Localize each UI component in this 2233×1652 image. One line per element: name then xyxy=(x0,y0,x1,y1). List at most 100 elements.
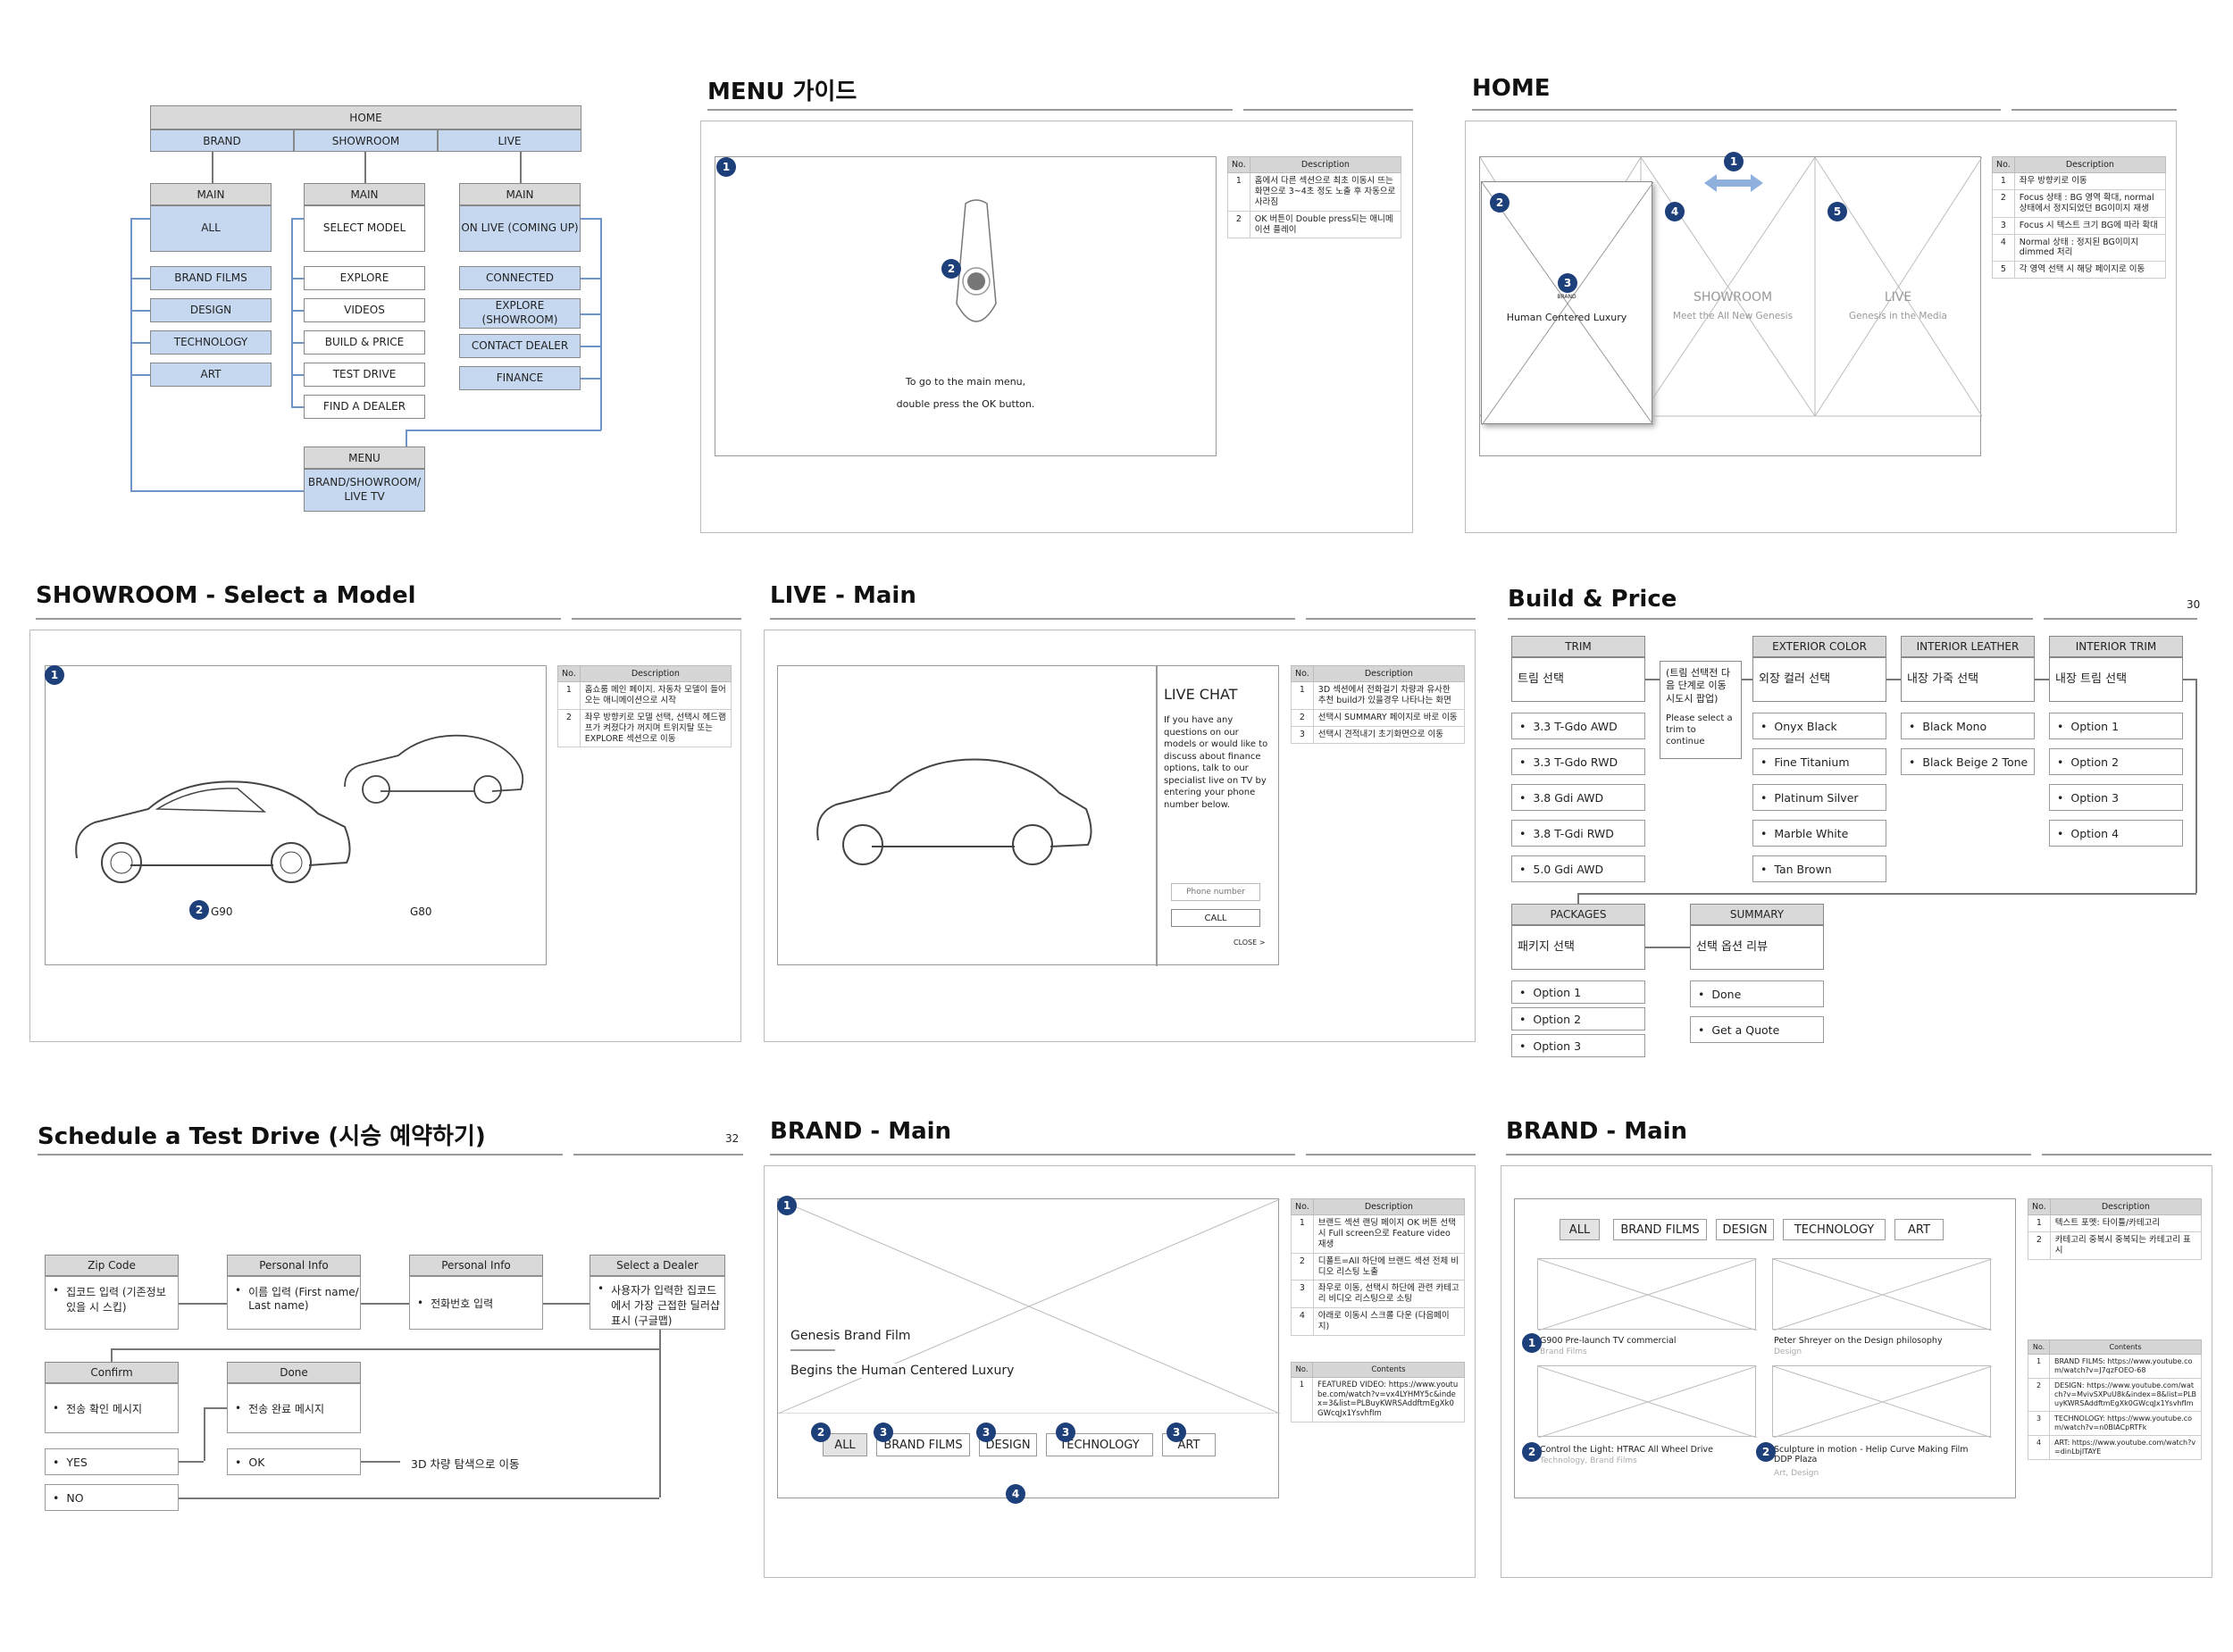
sitemap-live-item: CONNECTED xyxy=(459,266,581,290)
car-illustration xyxy=(816,758,1092,865)
leather-option[interactable]: Black Mono xyxy=(1901,713,2035,739)
trim-popup-note: (트림 선택전 다음 단계로 이동 시도시 팝업)Please select a… xyxy=(1660,661,1742,759)
tab-art[interactable]: ART xyxy=(1894,1219,1944,1240)
sitemap-menu-head: MENU xyxy=(304,446,425,469)
tab-all[interactable]: ALL xyxy=(823,1433,867,1456)
menu-guide-screen: To go to the main menu, double press the… xyxy=(715,156,1217,456)
trim-option[interactable]: 3.8 Gdi AWD xyxy=(1511,784,1645,811)
yes-option[interactable]: YES xyxy=(45,1448,179,1475)
video-thumb[interactable] xyxy=(1772,1365,1993,1439)
video-thumb[interactable] xyxy=(1537,1365,1758,1439)
brand-tagline: Begins the Human Centered Luxury xyxy=(790,1364,1015,1378)
home-title: HOME xyxy=(1472,75,1551,102)
int-trim-option[interactable]: Option 1 xyxy=(2049,713,2183,739)
int-trim-option[interactable]: Option 4 xyxy=(2049,820,2183,847)
sitemap-brand-item: BRAND FILMS xyxy=(150,266,272,290)
tab-brand-films[interactable]: BRAND FILMS xyxy=(1613,1219,1707,1240)
sitemap-live-main: ON LIVE (COMING UP) xyxy=(459,205,581,252)
ext-color-option[interactable]: Marble White xyxy=(1752,820,1886,847)
video-thumb[interactable] xyxy=(1537,1258,1758,1331)
menu-guide-title: MENU 가이드 xyxy=(707,79,857,105)
sitemap-showroom-main: SELECT MODEL xyxy=(304,205,425,252)
sitemap-home: HOME xyxy=(150,105,581,129)
sitemap-menu: BRAND/SHOWROOM/ LIVE TV xyxy=(304,469,425,512)
int-trim-option[interactable]: Option 3 xyxy=(2049,784,2183,811)
sitemap-brand-main-head: MAIN xyxy=(150,183,272,205)
sitemap-brand: BRAND xyxy=(150,129,294,152)
live-chat-title: LIVE CHAT xyxy=(1164,686,1238,703)
tab-design[interactable]: DESIGN xyxy=(1716,1219,1774,1240)
package-option[interactable]: Option 3 xyxy=(1511,1034,1645,1057)
car-label-g80[interactable]: G80 xyxy=(410,905,432,918)
car-g90-illustration xyxy=(75,780,351,883)
trim-option[interactable]: 3.3 T-Gdo AWD xyxy=(1511,713,1645,739)
home-brand-tile[interactable]: BRAND Human Centered Luxury xyxy=(1481,181,1653,425)
no-option[interactable]: NO xyxy=(45,1484,179,1511)
ext-color-option[interactable]: Fine Titanium xyxy=(1752,748,1886,775)
sitemap-showroom-item: VIDEOS xyxy=(304,298,425,322)
brand-feature-screen[interactable]: Genesis Brand Film Begins the Human Cent… xyxy=(777,1198,1280,1498)
trim-option[interactable]: 5.0 Gdi AWD xyxy=(1511,855,1645,882)
showroom-screen: G90 G80 xyxy=(45,665,547,965)
remote-icon xyxy=(956,199,997,322)
package-option[interactable]: Option 1 xyxy=(1511,980,1645,1004)
sitemap-live-item: CONTACT DEALER xyxy=(459,334,581,358)
ext-color-option[interactable]: Platinum Silver xyxy=(1752,784,1886,811)
car-g80-illustration xyxy=(344,734,524,804)
ext-color-option[interactable]: Tan Brown xyxy=(1752,855,1886,882)
leather-option[interactable]: Black Beige 2 Tone xyxy=(1901,748,2035,775)
ext-color-option[interactable]: Onyx Black xyxy=(1752,713,1886,739)
sitemap-showroom-main-head: MAIN xyxy=(304,183,425,205)
sitemap-brand-item: TECHNOLOGY xyxy=(150,330,272,355)
build-title: Build & Price xyxy=(1508,586,1677,613)
marker-2: 2 xyxy=(941,259,961,279)
live-chat-body: If you have any questions on our models … xyxy=(1164,715,1268,810)
call-button[interactable]: CALL xyxy=(1171,909,1260,927)
sitemap-showroom-item: EXPLORE xyxy=(304,266,425,290)
live-title: LIVE - Main xyxy=(770,582,916,609)
sitemap-showroom-item: FIND A DEALER xyxy=(304,395,425,419)
sitemap-live-item: FINANCE xyxy=(459,366,581,390)
sitemap-brand-main: ALL xyxy=(150,205,272,252)
live-screen: LIVE CHAT If you have any questions on o… xyxy=(777,665,1279,966)
tab-all[interactable]: ALL xyxy=(1560,1219,1600,1240)
sitemap-showroom: SHOWROOM xyxy=(294,129,438,152)
close-link[interactable]: CLOSE > xyxy=(1234,939,1266,947)
phone-input[interactable] xyxy=(1171,883,1260,901)
left-right-arrow-icon xyxy=(1704,174,1763,192)
next-step-text: 3D 차량 탐색으로 이동 xyxy=(411,1457,520,1471)
sitemap-live: LIVE xyxy=(438,129,581,152)
summary-option[interactable]: Done xyxy=(1690,980,1824,1007)
marker-1: 1 xyxy=(716,157,736,177)
sitemap-live-main-head: MAIN xyxy=(459,183,581,205)
showroom-title: SHOWROOM - Select a Model xyxy=(36,582,416,609)
int-trim-option[interactable]: Option 2 xyxy=(2049,748,2183,775)
test-drive-title: Schedule a Test Drive (시승 예약하기) xyxy=(38,1123,486,1150)
sitemap-showroom-item: TEST DRIVE xyxy=(304,363,425,387)
brand-main-title-1: BRAND - Main xyxy=(770,1118,952,1145)
package-option[interactable]: Option 2 xyxy=(1511,1007,1645,1030)
trim-option[interactable]: 3.3 T-Gdo RWD xyxy=(1511,748,1645,775)
sitemap-brand-item: ART xyxy=(150,363,272,387)
tab-technology[interactable]: TECHNOLOGY xyxy=(1783,1219,1886,1240)
summary-option[interactable]: Get a Quote xyxy=(1690,1016,1824,1043)
ok-option[interactable]: OK xyxy=(227,1448,361,1475)
brand-main-title-2: BRAND - Main xyxy=(1506,1118,1688,1145)
car-label-g90[interactable]: G90 xyxy=(211,905,233,918)
sitemap-brand-item: DESIGN xyxy=(150,298,272,322)
video-thumb[interactable] xyxy=(1772,1258,1993,1331)
trim-option[interactable]: 3.8 T-Gdi RWD xyxy=(1511,820,1645,847)
tab-art[interactable]: ART xyxy=(1162,1433,1216,1456)
menu-guide-text-2: double press the OK button. xyxy=(896,398,1035,410)
sitemap-showroom-item: BUILD & PRICE xyxy=(304,330,425,355)
sitemap-live-item: EXPLORE (SHOWROOM) xyxy=(459,298,581,329)
brand-film-title: Genesis Brand Film xyxy=(790,1329,911,1343)
